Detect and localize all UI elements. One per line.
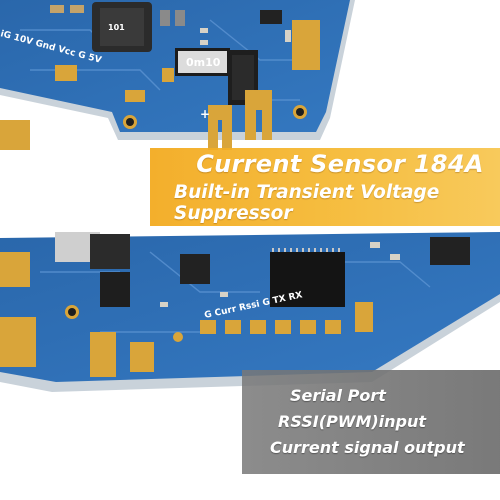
plus-marking: + [200,107,210,121]
svg-text:101: 101 [108,23,125,32]
shunt-marking: 0m10 [186,56,221,69]
port-line-serial: Serial Port [290,386,386,405]
top-pcb-board: 101 0m10 iG 10V Gn [0,0,355,150]
bottom-pcb-board: G Curr Rssi G TX RX [0,232,500,392]
port-line-current: Current signal output [270,438,465,457]
port-banner: Serial Port RSSI(PWM)input Current signa… [242,370,500,474]
feature-subtitle: Built-in Transient Voltage Suppressor [174,182,440,224]
feature-banner: Current Sensor 184A Built-in Transient V… [150,148,500,226]
port-line-rssi: RSSI(PWM)input [278,412,427,431]
feature-title: Current Sensor 184A [196,150,484,178]
